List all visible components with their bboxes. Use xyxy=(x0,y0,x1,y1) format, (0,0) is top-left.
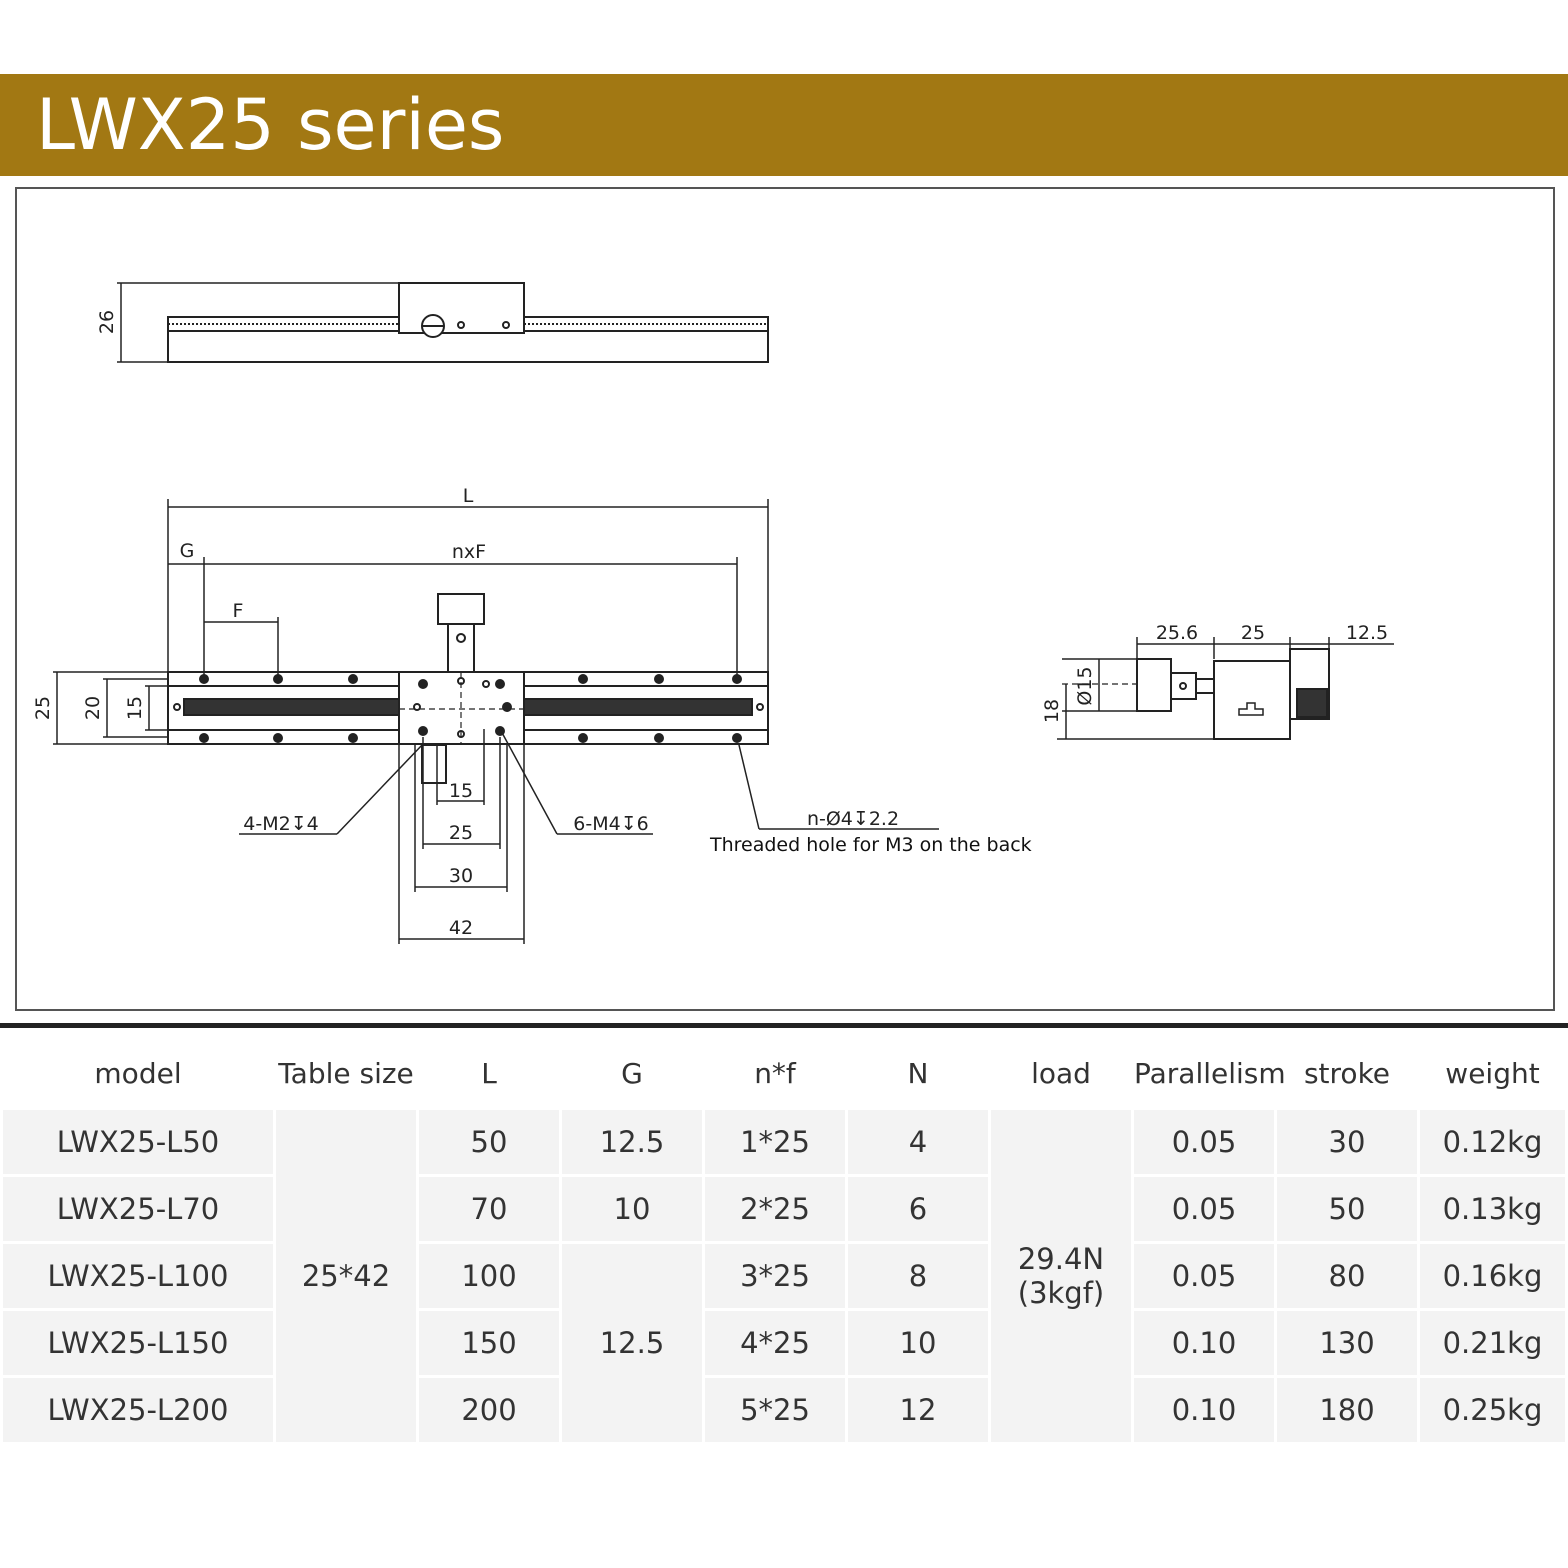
cell-stroke: 30 xyxy=(1277,1110,1417,1174)
end-view-right xyxy=(1057,637,1394,740)
spec-table: model Table size L G n*f N load Parallel… xyxy=(0,1036,1568,1445)
cell-table-size: 25*42 xyxy=(276,1110,416,1442)
header-nf: n*f xyxy=(705,1039,845,1107)
separator-line xyxy=(0,1023,1568,1028)
drawing-svg: 26 L G nxF F 25 20 15 15 25 30 42 4-M2↧4… xyxy=(32,282,1394,944)
table-header-row: model Table size L G n*f N load Parallel… xyxy=(3,1039,1565,1107)
front-view-main xyxy=(53,499,939,944)
dim-nxF: nxF xyxy=(452,541,486,563)
dim-side-18: 18 xyxy=(1041,699,1063,723)
cell-model: LWX25-L200 xyxy=(3,1378,273,1442)
cell-G: 12.5 xyxy=(562,1110,702,1174)
header-table-size: Table size xyxy=(276,1039,416,1107)
cell-nf: 3*25 xyxy=(705,1244,845,1308)
load-kgf: (3kgf) xyxy=(1017,1276,1105,1310)
header-L: L xyxy=(419,1039,559,1107)
table-row: LWX25-L70 70 10 2*25 6 0.05 50 0.13kg xyxy=(3,1177,1565,1241)
table-row: LWX25-L150 150 4*25 10 0.10 130 0.21kg xyxy=(3,1311,1565,1375)
cell-parallelism: 0.05 xyxy=(1134,1110,1274,1174)
table-row: LWX25-L50 25*42 50 12.5 1*25 4 29.4N (3k… xyxy=(3,1110,1565,1442)
cell-model: LWX25-L100 xyxy=(3,1244,273,1308)
cell-G-merged: 12.5 xyxy=(562,1244,702,1442)
cell-weight: 0.13kg xyxy=(1420,1177,1565,1241)
cell-N: 8 xyxy=(848,1244,988,1308)
cell-G: 10 xyxy=(562,1177,702,1241)
title-banner: LWX25 series xyxy=(0,74,1568,176)
side-view-top xyxy=(117,282,769,363)
cell-stroke: 180 xyxy=(1277,1378,1417,1442)
dim-n-hole: n-Ø4↧2.2 xyxy=(807,808,899,830)
cell-N: 12 xyxy=(848,1378,988,1442)
dim-side-12-5: 12.5 xyxy=(1346,622,1388,644)
cell-L: 200 xyxy=(419,1378,559,1442)
dim-side-phi15: Ø15 xyxy=(1074,666,1096,705)
header-load: load xyxy=(991,1039,1131,1107)
header-G: G xyxy=(562,1039,702,1107)
cell-stroke: 50 xyxy=(1277,1177,1417,1241)
cell-nf: 2*25 xyxy=(705,1177,845,1241)
cell-nf: 4*25 xyxy=(705,1311,845,1375)
cell-weight: 0.21kg xyxy=(1420,1311,1565,1375)
technical-drawing: 26 L G nxF F 25 20 15 15 25 30 42 4-M2↧4… xyxy=(15,187,1555,1011)
header-N: N xyxy=(848,1039,988,1107)
cell-model: LWX25-L150 xyxy=(3,1311,273,1375)
cell-model: LWX25-L50 xyxy=(3,1110,273,1174)
cell-N: 6 xyxy=(848,1177,988,1241)
threaded-hole-note: Threaded hole for M3 on the back xyxy=(709,834,1032,856)
cell-weight: 0.16kg xyxy=(1420,1244,1565,1308)
dim-side-25: 25 xyxy=(1241,622,1265,644)
table-row: LWX25-L100 100 12.5 3*25 8 0.05 80 0.16k… xyxy=(3,1244,1565,1442)
cell-model: LWX25-L70 xyxy=(3,1177,273,1241)
cell-N: 10 xyxy=(848,1311,988,1375)
cell-parallelism: 0.05 xyxy=(1134,1244,1274,1308)
cell-L: 70 xyxy=(419,1177,559,1241)
dim-15: 15 xyxy=(449,780,473,802)
header-model: model xyxy=(3,1039,273,1107)
cell-L: 100 xyxy=(419,1244,559,1308)
cell-nf: 5*25 xyxy=(705,1378,845,1442)
dim-L: L xyxy=(463,485,474,507)
cell-stroke: 80 xyxy=(1277,1244,1417,1308)
cell-L: 150 xyxy=(419,1311,559,1375)
header-stroke: stroke xyxy=(1277,1039,1417,1107)
dim-6-M4: 6-M4↧6 xyxy=(573,813,648,835)
dim-15-height: 15 xyxy=(124,696,146,720)
dim-20-height: 20 xyxy=(82,696,104,720)
dim-G: G xyxy=(180,540,195,562)
page-title: LWX25 series xyxy=(36,84,505,166)
cell-parallelism: 0.05 xyxy=(1134,1177,1274,1241)
cell-parallelism: 0.10 xyxy=(1134,1311,1274,1375)
cell-weight: 0.25kg xyxy=(1420,1378,1565,1442)
cell-load: 29.4N (3kgf) xyxy=(991,1110,1131,1442)
dim-25: 25 xyxy=(449,822,473,844)
header-weight: weight xyxy=(1420,1039,1565,1107)
dim-side-25-6: 25.6 xyxy=(1156,622,1198,644)
dim-4-M2: 4-M2↧4 xyxy=(243,813,318,835)
table-row: LWX25-L200 200 5*25 12 0.10 180 0.25kg xyxy=(3,1378,1565,1442)
cell-N: 4 xyxy=(848,1110,988,1174)
dim-42: 42 xyxy=(449,917,473,939)
dim-F: F xyxy=(233,600,244,622)
dim-30: 30 xyxy=(449,865,473,887)
dim-25-height: 25 xyxy=(32,696,54,720)
cell-nf: 1*25 xyxy=(705,1110,845,1174)
header-parallelism: Parallelism xyxy=(1134,1039,1286,1107)
cell-L: 50 xyxy=(419,1110,559,1174)
cell-weight: 0.12kg xyxy=(1420,1110,1565,1174)
dim-26: 26 xyxy=(96,310,118,334)
load-value: 29.4N xyxy=(1017,1242,1105,1276)
cell-parallelism: 0.10 xyxy=(1134,1378,1274,1442)
cell-stroke: 130 xyxy=(1277,1311,1417,1375)
